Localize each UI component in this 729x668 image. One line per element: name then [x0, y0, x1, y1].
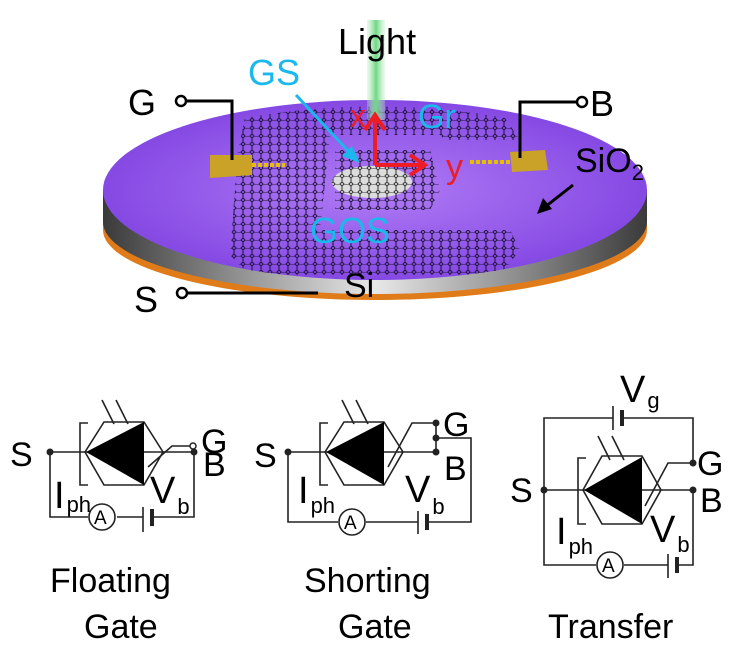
ammeter-label: A [94, 508, 107, 529]
node-b [190, 448, 198, 456]
ammeter [338, 508, 366, 536]
si-label: Si [344, 267, 374, 305]
photodiode-triangle [86, 422, 144, 485]
floating-gate-title-2: Gate [84, 608, 158, 646]
terminal-b-node [575, 95, 589, 109]
photodiode-triangle [326, 422, 384, 485]
b-label: B [444, 450, 467, 488]
gs-region [332, 166, 412, 198]
sio2-pointer-arrow [537, 183, 574, 214]
y-axis-label: y [446, 148, 463, 186]
s-label: S [254, 437, 277, 475]
gos-label: GOS [310, 210, 390, 251]
node-s [540, 486, 548, 494]
node-b [689, 486, 697, 494]
gr-label: Gr [418, 98, 456, 136]
transfer-title: Transfer [548, 608, 673, 646]
photodiode-triangle [584, 457, 642, 524]
circuit-shorting-gate: A S G B Iph Vb [254, 399, 472, 536]
iph-label: Iph [298, 470, 335, 518]
ammeter [596, 551, 624, 579]
terminal-s-node [175, 286, 189, 300]
axis-arrows [363, 111, 429, 177]
gs-pointer-arrow [294, 93, 360, 163]
terminal-g-label: G [128, 82, 156, 123]
floating-gate-title-1: Floating [50, 562, 171, 600]
s-label: S [10, 436, 33, 474]
terminal-s-label: S [134, 279, 158, 320]
terminal-wires [186, 99, 577, 295]
node-s [46, 448, 54, 456]
vb-label: Vb [650, 509, 690, 557]
circuit-transfer: A Vg S G B Iph Vb [510, 369, 723, 579]
light-label: Light [338, 21, 416, 62]
circuit-floating-gate: A S G B Iph Vb [10, 399, 227, 532]
s-label: S [510, 472, 533, 510]
left-electrode [210, 155, 252, 178]
gs-label: GS [248, 52, 300, 93]
iph-label: Iph [54, 475, 91, 517]
b-label: B [700, 482, 723, 520]
node-short [432, 434, 440, 442]
source-bracket [79, 422, 88, 486]
light-beam [367, 20, 385, 120]
node-g-open [189, 442, 197, 450]
device-schematic: Light GS Gr GOS x y G B S SiO2 Si [103, 20, 647, 320]
node-g [689, 459, 697, 467]
node-g [432, 419, 440, 427]
node-s [284, 448, 292, 456]
vb-label: Vb [150, 470, 190, 519]
g-label: G [697, 445, 723, 483]
ammeter-label: A [602, 556, 615, 577]
g-label: G [201, 423, 227, 461]
b-label: B [203, 446, 226, 484]
shorting-gate-title-2: Gate [338, 608, 412, 646]
vb-label: Vb [405, 469, 445, 519]
terminal-b-label: B [590, 83, 614, 124]
vg-label: Vg [620, 369, 660, 413]
g-label: G [443, 406, 469, 444]
node-b [432, 448, 440, 456]
terminal-g-node [174, 94, 188, 108]
ammeter [88, 503, 116, 531]
right-electrode [510, 150, 548, 172]
sio2-label: SiO2 [575, 142, 644, 185]
shorting-gate-title-1: Shorting [304, 562, 431, 600]
iph-label: Iph [556, 511, 593, 559]
x-axis-label: x [350, 98, 366, 134]
ammeter-label: A [344, 513, 357, 534]
